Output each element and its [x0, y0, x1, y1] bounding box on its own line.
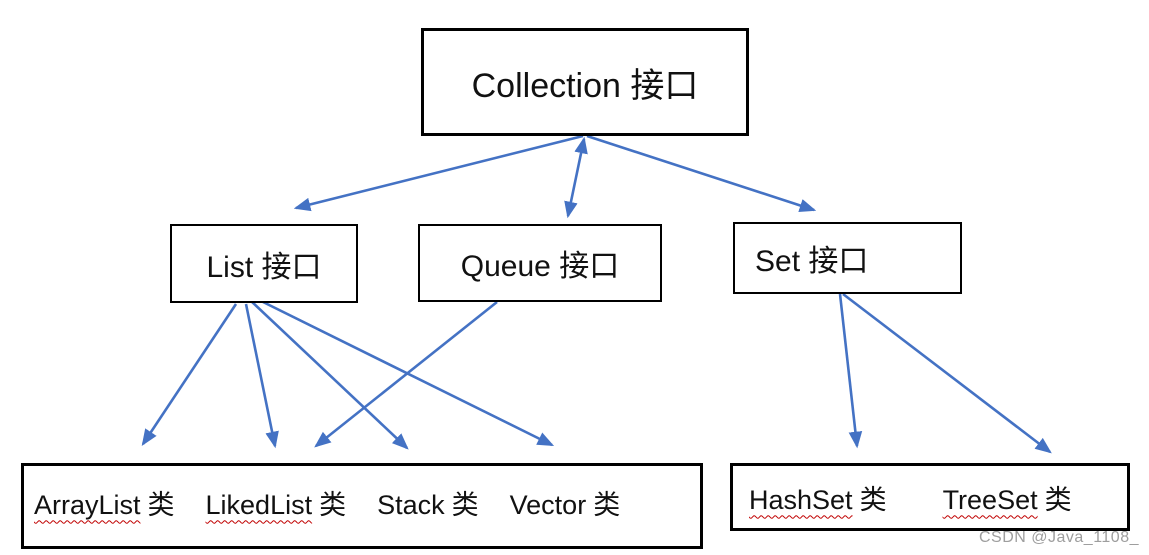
edge-list-likedlist	[244, 303, 279, 449]
edge-collection-list	[293, 134, 584, 212]
impl-arraylist-suffix: 类	[147, 489, 175, 520]
edge-list-arraylist	[141, 303, 238, 446]
impl-vector: Vector 类	[510, 483, 621, 522]
node-set-label: Set 接口	[755, 245, 869, 278]
impl-likedlist-suffix: 类	[319, 489, 347, 520]
edge-list-stack	[250, 300, 409, 450]
node-list-interface: List 接口	[170, 224, 358, 303]
impl-vector-name: Vector	[509, 489, 587, 520]
impl-likedlist: LikedList 类	[206, 483, 347, 522]
node-set-interface: Set 接口	[733, 222, 962, 294]
box-list-implementations: ArrayList 类 LikedList 类 Stack 类 Vector 类	[21, 463, 703, 549]
impl-vector-suffix: 类	[593, 489, 621, 520]
impl-hashset: HashSet 类	[749, 478, 887, 517]
edge-queue-likedlist	[314, 300, 498, 448]
edge-list-vector	[256, 297, 555, 447]
node-queue-label: Queue 接口	[460, 250, 620, 283]
box-set-implementations: HashSet 类 TreeSet 类	[730, 463, 1130, 531]
edge-set-hashset	[838, 293, 863, 449]
impl-likedlist-name: LikedList	[205, 489, 313, 520]
csdn-watermark: CSDN @Java_1108_	[978, 529, 1139, 546]
edge-set-treeset	[842, 292, 1052, 454]
impl-hashset-name: HashSet	[749, 484, 853, 515]
node-collection-label: Collection 接口	[471, 66, 699, 105]
impl-stack-name: Stack	[377, 489, 445, 520]
edge-collection-set	[586, 134, 817, 213]
impl-arraylist-name: ArrayList	[34, 489, 141, 520]
edge-collection-queue	[564, 136, 588, 219]
node-list-label: List 接口	[206, 250, 322, 284]
impl-stack-suffix: 类	[451, 489, 479, 520]
impl-treeset-suffix: 类	[1044, 484, 1072, 515]
impl-arraylist: ArrayList 类	[34, 483, 175, 522]
impl-hashset-suffix: 类	[859, 484, 887, 515]
node-queue-interface: Queue 接口	[418, 224, 662, 302]
node-collection-interface: Collection 接口	[421, 28, 749, 136]
impl-treeset: TreeSet 类	[943, 478, 1072, 517]
impl-treeset-name: TreeSet	[942, 484, 1038, 515]
impl-stack: Stack 类	[377, 483, 479, 522]
